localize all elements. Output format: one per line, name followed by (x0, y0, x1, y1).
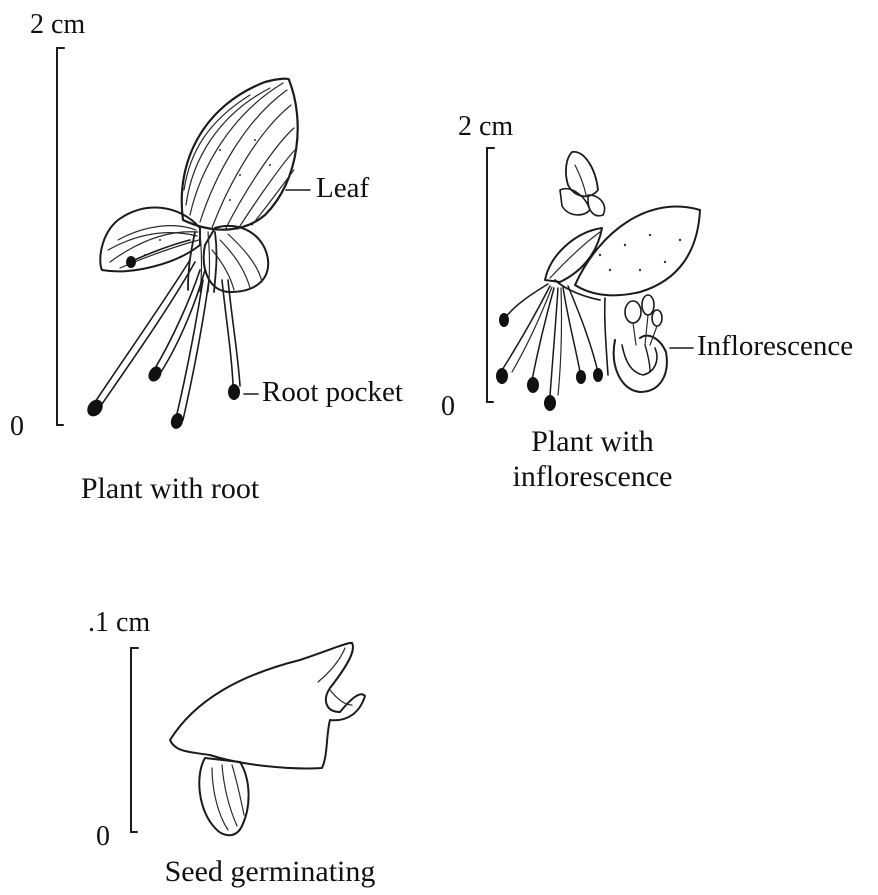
right-leaf (204, 226, 268, 292)
leaf-label: Leaf (316, 173, 369, 205)
seed-germinating-caption: Seed germinating (140, 855, 400, 888)
plant-with-root-drawing (57, 48, 310, 430)
inflorescence-root-pockets (496, 313, 603, 411)
roots (95, 240, 240, 420)
plant-with-root-caption: Plant with root (60, 472, 280, 505)
plant-with-inflorescence-caption-line1: Plant with (480, 425, 705, 458)
inflorescence-detail (614, 295, 667, 392)
seed-germinating-drawing (131, 643, 365, 835)
big-leaf (182, 79, 298, 230)
germinating-embryo (170, 643, 365, 769)
flower-bud (560, 152, 605, 216)
root-plant-scale-bottom-label: 0 (10, 412, 24, 443)
plant-with-inflorescence-caption-line2: inflorescence (480, 460, 705, 493)
root-pockets (84, 256, 240, 430)
seed-scale-top-label: .1 cm (88, 608, 150, 639)
plant-with-inflorescence-drawing (487, 148, 700, 411)
inflorescence-plant-scale-bottom-label: 0 (441, 392, 455, 423)
inflorescence-plant-scale-top-label: 2 cm (458, 112, 513, 143)
left-leaf (100, 208, 200, 272)
inflorescence-plant-roots (502, 280, 608, 396)
scale-bar-root (57, 48, 64, 425)
root-plant-scale-top-label: 2 cm (30, 10, 85, 41)
inflorescence-label: Inflorescence (697, 331, 853, 363)
seed-coat (199, 758, 248, 835)
seed-scale-bottom-label: 0 (96, 822, 110, 853)
scale-bar-inflorescence (487, 148, 494, 402)
root-pocket-label: Root pocket (262, 377, 403, 409)
scale-bar-seed (131, 648, 138, 832)
